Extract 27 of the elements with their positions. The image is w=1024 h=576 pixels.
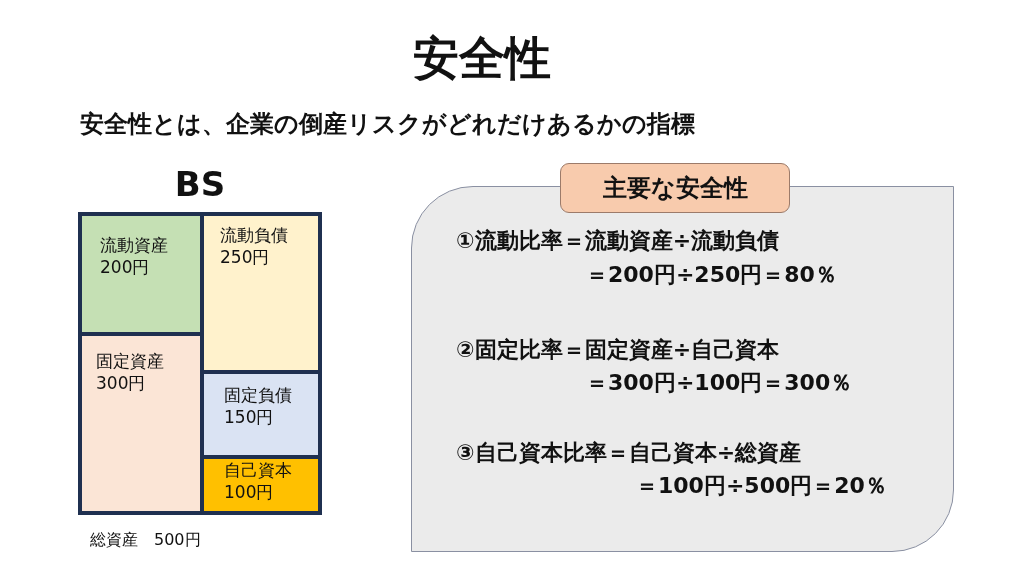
amount-label: 250円 — [220, 246, 270, 268]
tab-heading: 主要な安全性 — [602, 173, 748, 204]
formula-text: ＝300円÷100円＝300％ — [586, 369, 853, 397]
amount-label: 200円 — [100, 256, 150, 278]
subtitle: 安全性とは、企業の倒産リスクがどれだけあるかの指標 — [80, 109, 695, 140]
formula-text: ①流動比率＝流動資産÷流動負債 — [456, 227, 780, 255]
account-box — [204, 216, 318, 370]
amount-label: 150円 — [224, 406, 274, 428]
formula-text: ＝100円÷500円＝20％ — [636, 472, 887, 500]
account-name: 流動資産 — [100, 234, 168, 256]
amount-label: 100円 — [224, 481, 274, 503]
chart-heading: BS — [173, 163, 227, 206]
account-name: 固定資産 — [96, 350, 164, 372]
account-name: 自己資本 — [224, 459, 292, 481]
formula-text: ②固定比率＝固定資産÷自己資本 — [456, 336, 780, 364]
account-name: 流動負債 — [220, 224, 288, 246]
account-box — [204, 459, 318, 511]
formula-text: ③自己資本比率＝自己資本÷総資産 — [456, 439, 802, 467]
formula-text: ＝200円÷250円＝80％ — [586, 261, 837, 289]
account-box — [82, 216, 200, 332]
section-tab — [560, 163, 790, 213]
total-assets-label: 総資産 500円 — [90, 530, 201, 551]
account-name: 固定負債 — [224, 384, 292, 406]
account-box — [204, 374, 318, 455]
amount-label: 300円 — [96, 372, 146, 394]
title: 安全性 — [412, 30, 552, 87]
account-box — [82, 336, 200, 511]
